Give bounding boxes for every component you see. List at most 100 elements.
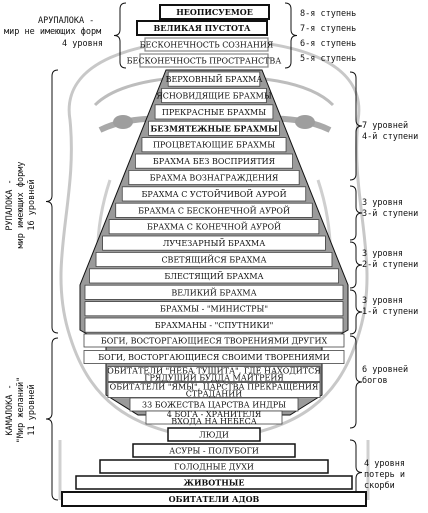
level-box: [167, 427, 261, 442]
rupaloka-bracket: [45, 69, 59, 334]
level-row: БРАХМА ВОЗНАГРАЖДЕНИЯ: [128, 169, 300, 185]
level-label: ОБИТАТЕЛИ АДОВ: [169, 494, 260, 504]
level-label: 33 БОЖЕСТВА ЦАРСТВА ИНДРЫ: [142, 401, 286, 410]
stage1-bracket: [349, 289, 363, 335]
level-box: [84, 317, 344, 333]
level-label-line: ВХОДА НА НЕБЕСА: [171, 417, 257, 426]
level-label: БРАХМА ВОЗНАГРАЖДЕНИЯ: [150, 174, 279, 183]
level-label: ПРЕКРАСНЫЕ БРАХМЫ: [162, 108, 266, 117]
section-brackets: [45, 2, 363, 506]
top-box-frame: [139, 53, 269, 68]
steps-bracket: [284, 2, 298, 69]
level-label: ГОЛОДНЫЕ ДУХИ: [174, 463, 254, 472]
arupaloka-desc: мир не имеющих форм: [4, 27, 101, 37]
level-label: БРАХМА С КОНЕЧНОЙ АУРОЙ: [147, 223, 281, 232]
level-box: [107, 382, 321, 398]
level-box: [83, 333, 345, 348]
level-box: [83, 350, 345, 364]
level-box: [99, 459, 329, 474]
level-row: БОГИ, ВОСТОРГАЮЩИЕСЯ ТВОРЕНИЯМИ ДРУГИХ: [83, 333, 345, 348]
level-row: ОБИТАТЕЛИ АДОВ: [61, 491, 367, 507]
top-box-frame: [159, 4, 270, 20]
level-row: БРАХМЫ - "МИНИСТРЫ": [84, 301, 344, 317]
level-box: [145, 410, 283, 425]
level-box: [141, 137, 287, 153]
level-row: БРАХМА С КОНЕЧНОЙ АУРОЙ: [108, 219, 320, 235]
group-label-line: 4-й ступени: [362, 132, 418, 142]
stage3-bracket: [349, 185, 363, 241]
level-row: АСУРЫ - ПОЛУБОГИ: [132, 443, 296, 458]
top-box-label: БЕСКОНЕЧНОСТЬ ПРОСТРАНСТВА: [127, 57, 282, 66]
level-label: ЛУЧЕЗАРНЫЙ БРАХМА: [163, 239, 266, 248]
step-label: 6-я ступень: [300, 39, 356, 49]
level-row: ВЕРХОВНЫЙ БРАХМА: [166, 71, 262, 87]
level-label: БЛЕСТЯЩИЙ БРАХМА: [164, 272, 263, 281]
level-box: [108, 219, 320, 235]
level-label-line: ОБИТАТЕЛИ "ЯМЫ", ЦАРСТВА ПРЕКРАЩЕНИЯ: [110, 383, 319, 392]
arupaloka-count: 4 уровня: [62, 39, 103, 49]
level-row: ГОЛОДНЫЕ ДУХИ: [99, 459, 329, 474]
kamaloka-label-line: КАМАЛОКА -: [5, 384, 15, 435]
kamaloka-bracket: [45, 337, 59, 501]
level-row: БОГИ, ВОСТОРГАЮЩИЕСЯ СВОИМИ ТВОРЕНИЯМИ: [83, 350, 345, 364]
level-box: [148, 120, 280, 136]
level-label: ЛЮДИ: [199, 431, 229, 440]
group-label-line: 3 уровня: [362, 198, 403, 208]
level-label: БОГИ, ВОСТОРГАЮЩИЕСЯ ТВОРЕНИЯМИ ДРУГИХ: [101, 337, 328, 346]
level-label: ЖИВОТНЫЕ: [183, 478, 244, 488]
stage2-bracket: [349, 241, 363, 289]
level-box: [102, 235, 326, 251]
level-row: ЛУЧЕЗАРНЫЙ БРАХМА: [102, 235, 326, 251]
level-row: ЯСНОВИДЯЩИЕ БРАХМЫ: [156, 88, 272, 104]
level-label: СВЕТЯЩИЙСЯ БРАХМА: [161, 256, 266, 265]
level-box: [154, 104, 274, 120]
top-box: НЕОПИСУЕМОЕ: [159, 4, 270, 20]
level-box: [161, 88, 267, 104]
group-label-line: 2-й ступени: [362, 260, 418, 270]
kamaloka-label-line: "Мир желаний": [16, 377, 26, 444]
level-row: БРАХМА БЕЗ ВОСПРИЯТИЯ: [134, 153, 293, 169]
level-label: БРАХМА С УСТОЙЧИВОЙ АУРОЙ: [141, 190, 286, 199]
top-box-label: ВЕЛИКАЯ ПУСТОТА: [154, 23, 251, 33]
gods-bracket: [349, 335, 363, 429]
level-box: [95, 251, 333, 267]
level-row: ПРОЦВЕТАЮЩИЕ БРАХМЫ: [141, 137, 287, 153]
level-box: [132, 443, 296, 458]
group-label-line: скорби: [364, 480, 395, 491]
group-label-line: 3 уровня: [362, 249, 403, 259]
level-label: ПРОЦВЕТАЮЩИЕ БРАХМЫ: [153, 141, 275, 150]
level-row: ЖИВОТНЫЕ: [75, 475, 353, 490]
arupaloka-bracket: [113, 2, 127, 69]
group-label-line: 6 уровней: [362, 365, 408, 375]
level-row: ВЕЛИКИЙ БРАХМА: [84, 284, 344, 300]
rupaloka-label-line: РУПАЛОКА -: [5, 179, 15, 230]
level-box: [134, 153, 293, 169]
level-row: БЕЗМЯТЕЖНЫЕ БРАХМЫ: [148, 120, 280, 136]
stage4-bracket: [349, 71, 363, 181]
level-label-line: 4 БОГА - ХРАНИТЕЛЯ: [167, 410, 262, 419]
step-label: 5-я ступень: [300, 54, 356, 64]
arupaloka-title: АРУПАЛОКА -: [38, 16, 94, 26]
top-box-list: НЕОПИСУЕМОЕ ВЕЛИКАЯ ПУСТОТА БЕСКОНЕЧНОСТЬ …: [127, 4, 282, 68]
level-box: [115, 202, 313, 218]
level-label: ЯСНОВИДЯЩИЕ БРАХМЫ: [156, 92, 272, 101]
level-box: [75, 475, 353, 490]
level-label: БРАХМА БЕЗ ВОСПРИЯТИЯ: [153, 157, 276, 166]
step-label: 8-я ступень: [300, 9, 356, 19]
level-box: [107, 366, 321, 382]
top-box-frame: [136, 20, 268, 36]
group-label-line: богов: [362, 375, 388, 386]
level-label-line: СТРАДАНИЙ: [186, 390, 242, 399]
level-label: ВЕЛИКИЙ БРАХМА: [171, 288, 256, 297]
level-label-line: ОБИТАТЕЛИ "НЕБА ТУШИТА", ГДЕ НАХОДИТСЯ: [107, 367, 321, 376]
level-box: [167, 71, 261, 87]
level-box: [128, 169, 300, 185]
level-box: [84, 284, 344, 300]
